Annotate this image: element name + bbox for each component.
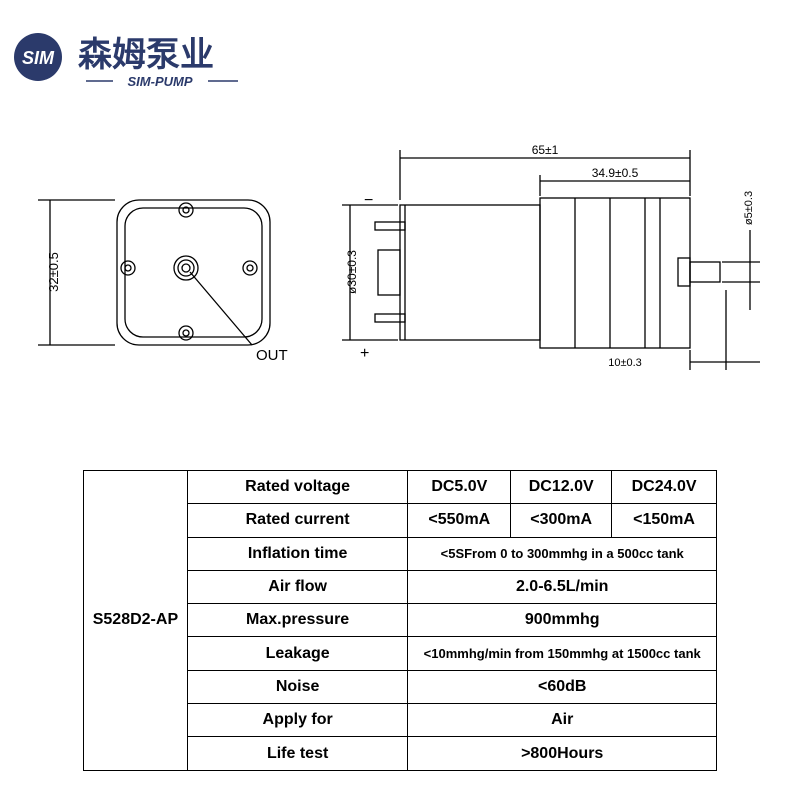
value-cell: DC5.0V xyxy=(407,469,512,505)
value-cell: <60dB xyxy=(407,669,717,705)
spec-table: S528D2-AP Rated voltage DC5.0V DC12.0V D… xyxy=(83,469,717,771)
svg-text:森姆泵业: 森姆泵业 xyxy=(78,35,214,75)
value-cell: <300mA xyxy=(510,503,613,538)
value-cell: <150mA xyxy=(611,503,717,538)
value-cell: 900mmhg xyxy=(407,603,717,638)
table-row: Life test>800Hours xyxy=(84,736,717,771)
pump-dimension-drawing: 32±0.5 OUT 65±1 34.9±0.5 ø30±0.3 ø5±0.3 … xyxy=(38,143,760,370)
value-cell: DC24.0V xyxy=(611,469,717,505)
svg-text:+: + xyxy=(360,345,369,362)
svg-text:SIM-PUMP: SIM-PUMP xyxy=(128,74,193,89)
table-row: Rated current <550mA <300mA <150mA xyxy=(84,503,717,538)
sim-pump-logo: SIM 森姆泵业 SIM-PUMP xyxy=(14,33,238,89)
table-row: Leakage<10mmhg/min from 150mmhg at 1500c… xyxy=(84,636,717,671)
value-cell: 2.0-6.5L/min xyxy=(407,569,717,605)
row-label: Life test xyxy=(186,736,409,771)
row-label: Inflation time xyxy=(186,536,409,571)
row-label: Rated voltage xyxy=(186,469,409,505)
row-label: Noise xyxy=(186,669,409,705)
svg-text:32±0.5: 32±0.5 xyxy=(46,252,61,292)
value-cell: DC12.0V xyxy=(510,469,613,505)
value-cell: Air xyxy=(407,703,717,738)
svg-text:SIM: SIM xyxy=(22,48,55,68)
svg-text:−: − xyxy=(364,192,373,209)
value-cell: <5SFrom 0 to 300mmhg in a 500cc tank xyxy=(407,536,717,571)
svg-text:65±1: 65±1 xyxy=(532,143,559,157)
value-cell: <10mmhg/min from 150mmhg at 1500cc tank xyxy=(407,636,717,671)
svg-text:ø30±0.3: ø30±0.3 xyxy=(345,250,359,294)
svg-text:34.9±0.5: 34.9±0.5 xyxy=(592,166,639,180)
row-label: Rated current xyxy=(186,503,409,538)
front-view: 32±0.5 OUT xyxy=(38,199,288,364)
table-row: Noise<60dB xyxy=(84,669,717,705)
svg-text:ø5±0.3: ø5±0.3 xyxy=(743,191,755,225)
side-view: 65±1 34.9±0.5 ø30±0.3 ø5±0.3 10±0.3 − + xyxy=(342,143,760,370)
row-label: Apply for xyxy=(186,703,409,738)
row-label: Air flow xyxy=(186,569,409,605)
row-label: Leakage xyxy=(186,636,409,671)
value-cell: <550mA xyxy=(407,503,512,538)
table-row: S528D2-AP Rated voltage DC5.0V DC12.0V D… xyxy=(83,469,717,771)
table-row: Inflation time<5SFrom 0 to 300mmhg in a … xyxy=(84,536,717,571)
value-cell: >800Hours xyxy=(407,736,717,771)
model-cell: S528D2-AP xyxy=(83,470,188,771)
svg-text:10±0.3: 10±0.3 xyxy=(608,357,642,369)
row-label: Max.pressure xyxy=(186,603,409,638)
svg-text:OUT: OUT xyxy=(256,347,288,364)
